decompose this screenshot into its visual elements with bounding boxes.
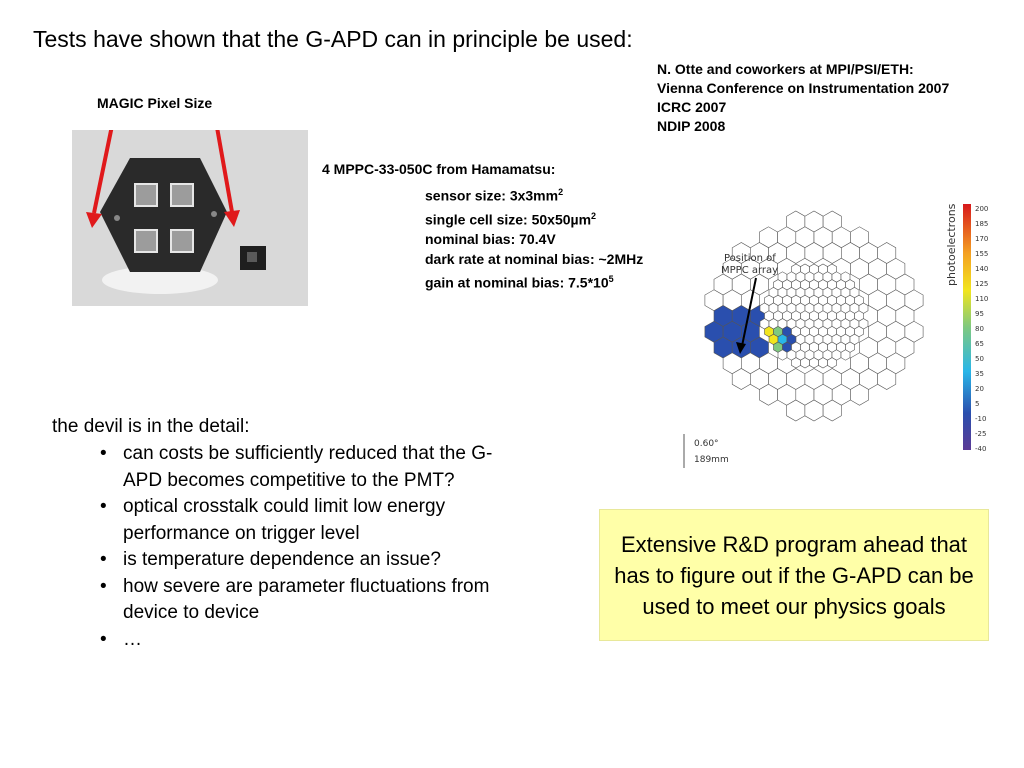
right-red-arrow (215, 130, 234, 213)
camera-inner-pixel (818, 357, 828, 369)
right-arrowhead (224, 210, 240, 227)
camera-inner-pixel (777, 349, 788, 361)
colorbar-ticks: 200 185 170 155 140 125 110 95 80 65 50 35 20 5 -10 -25… (975, 205, 988, 453)
screw (211, 211, 217, 217)
annotation-arrow (741, 277, 757, 347)
camera-pixel-grid (704, 210, 924, 422)
mppc-window (134, 229, 158, 253)
spec-dark-rate: dark rate at nominal bias: ~2MHz (425, 251, 644, 268)
list-item: •is temperature dependence an issue? (100, 549, 441, 570)
mppc-photo (72, 130, 308, 306)
spec-sensor-size: sensor size: 3x3mm2 (425, 187, 564, 204)
photo-cable (102, 266, 218, 294)
mppc-window (170, 183, 194, 207)
camera-outer-pixel (877, 368, 897, 390)
hexagonal-holder (100, 158, 227, 272)
camera-inner-pixel (827, 357, 837, 369)
spec-cell-size: single cell size: 50x50µm2 (425, 210, 597, 228)
colorbar-tick-label: 200 (975, 205, 988, 213)
spec-bias: nominal bias: 70.4V (425, 231, 556, 248)
concern-list: •can costs be sufficiently reduced that … (100, 441, 530, 653)
references: N. Otte and coworkers at MPI/PSI/ETH: Vi… (657, 60, 949, 136)
colorbar (963, 204, 971, 450)
camera-outer-pixel (850, 383, 869, 406)
mppc-window (134, 183, 158, 207)
camera-inner-pixel (809, 357, 819, 369)
camera-inner-pixel (800, 357, 810, 369)
reference-line: Vienna Conference on Instrumentation 200… (657, 80, 950, 96)
screw (114, 215, 120, 221)
colorbar-tick-label: 155 (975, 250, 988, 258)
mppc-window (170, 229, 194, 253)
camera-inner-pixel (791, 357, 801, 369)
magic-pixel-label: MAGIC Pixel Size (97, 95, 213, 111)
camera-inner-pixel (840, 349, 851, 361)
colorbar-tick-label: 35 (975, 370, 984, 378)
reference-line: N. Otte and coworkers at MPI/PSI/ETH: (657, 61, 914, 77)
camera-outer-pixel (822, 399, 842, 422)
colorbar-tick-label: 80 (975, 325, 984, 333)
conclusion-callout: Extensive R&D program ahead that has to … (599, 509, 989, 641)
left-red-arrow (92, 130, 114, 214)
annotation-line-2: MPPC array (721, 265, 778, 276)
colorbar-tick-label: 20 (975, 385, 984, 393)
slide-title: Tests have shown that the G-APD can in p… (33, 26, 633, 52)
colorbar-tick-label: -10 (975, 415, 986, 423)
colorbar-tick-label: -25 (975, 430, 986, 438)
mppc-heading: 4 MPPC-33-050C from Hamamatsu: (322, 161, 556, 177)
devil-heading: the devil is in the detail: (52, 416, 250, 437)
colorbar-tick-label: 50 (975, 355, 984, 363)
mppc-specs: sensor size: 3x3mm2 single cell size: 50… (425, 182, 643, 293)
single-mppc-window (247, 252, 257, 262)
colorbar-tick-label: 125 (975, 280, 988, 288)
colorbar-tick-label: 170 (975, 235, 988, 243)
colorbar-tick-label: -40 (975, 445, 986, 453)
list-item: •optical crosstalk could limit low energ… (100, 496, 446, 544)
colorbar-tick-label: 140 (975, 265, 988, 273)
colorbar-label: photoelectrons (945, 203, 958, 286)
colorbar-tick-label: 110 (975, 295, 988, 303)
scale-length: 189mm (694, 455, 729, 465)
reference-line: ICRC 2007 (657, 99, 727, 115)
list-item: •… (100, 628, 142, 650)
scale-angle: 0.60° (694, 439, 719, 449)
spec-gain: gain at nominal bias: 7.5*105 (425, 274, 614, 291)
camera-event-display: Position of MPPC array 0.60° 189mm photo… (683, 203, 988, 468)
left-arrowhead (86, 212, 102, 228)
annotation-arrowhead (736, 342, 746, 354)
list-item: •how severe are parameter fluctuations f… (100, 575, 490, 624)
colorbar-tick-label: 65 (975, 340, 984, 348)
colorbar-tick-label: 5 (975, 400, 979, 408)
colorbar-tick-label: 95 (975, 310, 984, 318)
reference-line: NDIP 2008 (657, 118, 726, 134)
colorbar-tick-label: 185 (975, 220, 988, 228)
list-item: •can costs be sufficiently reduced that … (100, 443, 493, 491)
annotation-line-1: Position of (724, 253, 776, 264)
